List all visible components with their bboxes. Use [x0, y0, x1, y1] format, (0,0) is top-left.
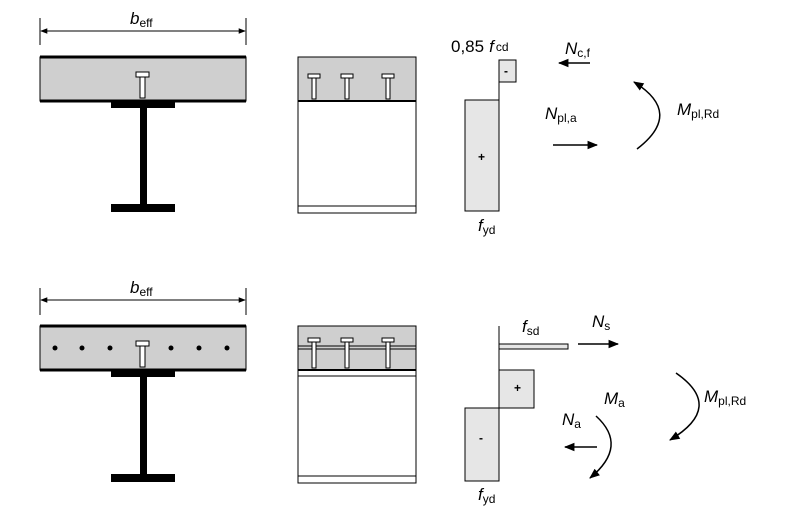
- top-steel-bottom-flange: [111, 204, 175, 212]
- top-side-view: [297, 56, 417, 214]
- top-shear-stud: [139, 74, 146, 99]
- top-moment-arrow: [633, 81, 661, 150]
- top-steel-web: [140, 108, 147, 204]
- top-steel-sign: +: [478, 150, 485, 164]
- top-width-label: beff: [130, 9, 153, 30]
- bottom-moment-arrow: [669, 372, 700, 441]
- top-forces: Nc,f Npl,a Mpl,Rd: [545, 39, 719, 150]
- bottom-side-view: [297, 325, 417, 484]
- top-steel-top-flange: [111, 101, 175, 108]
- bottom-lower-stress-block: [464, 407, 500, 482]
- bottom-steel-top-flange: [111, 370, 175, 377]
- bottom-rebar-dots: [52, 345, 230, 351]
- bottom-rebar-stress-label: fsd: [522, 317, 539, 338]
- bottom-lower-sign: -: [479, 431, 483, 445]
- bottom-shear-stud: [139, 343, 146, 368]
- top-cross-section: beff: [39, 9, 247, 212]
- top-force-steel-label: Npl,a: [545, 104, 577, 125]
- top-force-concrete-label: Nc,f: [565, 39, 591, 60]
- bottom-side-studs: [307, 337, 395, 369]
- top-moment-label: Mpl,Rd: [677, 100, 719, 121]
- bottom-steel-stress-label: fyd: [478, 485, 495, 506]
- bottom-rebar-stress-block: [498, 343, 569, 350]
- top-concrete-stress-block: [498, 59, 517, 83]
- top-side-studs: [307, 73, 395, 100]
- bottom-forces: Ns Ma Na Mpl,Rd: [562, 312, 746, 479]
- bottom-stress-diagram: fsd + - fyd: [464, 317, 569, 506]
- bottom-moment-a-arrow: [589, 415, 612, 479]
- bottom-upper-sign: +: [514, 381, 521, 395]
- bottom-force-rebar-label: Ns: [592, 312, 610, 333]
- top-side-slab: [297, 56, 417, 102]
- bottom-width-label: beff: [130, 278, 153, 299]
- bottom-steel-web: [140, 377, 147, 474]
- top-concrete-sign: -: [504, 64, 508, 78]
- bottom-moment-label: Mpl,Rd: [704, 387, 746, 408]
- bottom-steel-bottom-flange: [111, 474, 175, 482]
- bottom-upper-stress-block: [498, 369, 535, 409]
- top-steel-stress-block: [464, 99, 500, 212]
- bottom-moment-a-label: Ma: [604, 389, 625, 410]
- top-steel-stress-label: fyd: [478, 216, 495, 237]
- bottom-force-a-label: Na: [562, 410, 581, 431]
- bottom-cross-section: beff: [39, 278, 247, 482]
